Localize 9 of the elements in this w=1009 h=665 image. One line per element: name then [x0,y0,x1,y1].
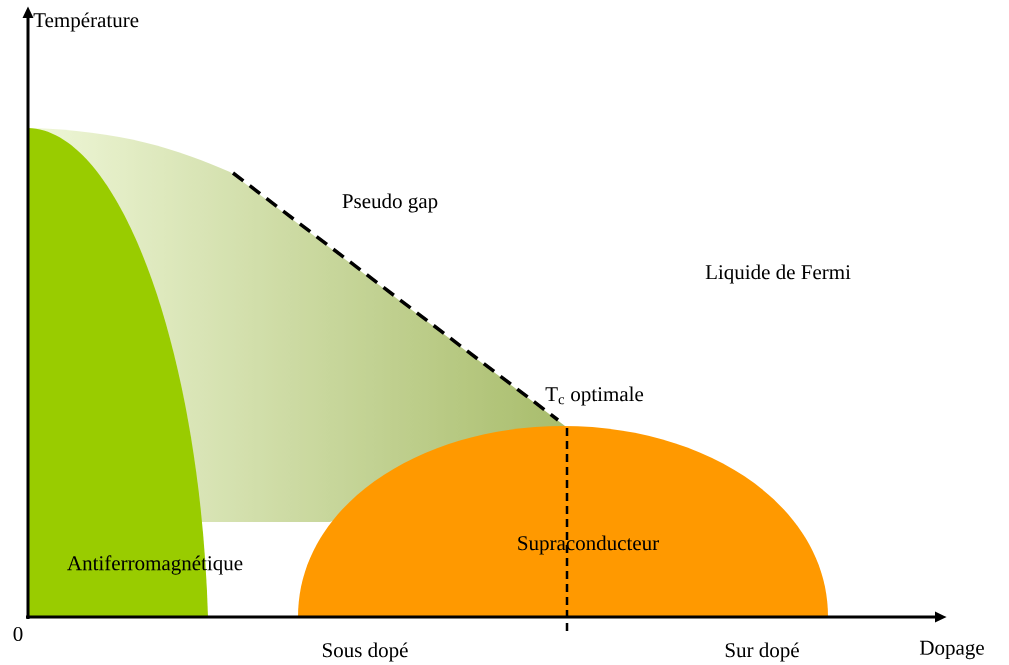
phase-label: Liquide de Fermi [705,264,851,284]
doping-label: Sous dopé [322,642,408,662]
origin-label: 0 [13,626,23,642]
axis-label: Température [33,12,139,32]
superconducting-dome: Supraconducteur [298,426,828,617]
point-label: T$_{c}$ optimale [545,386,644,406]
doping-label: Sur dopé [725,642,799,662]
axis-label: Dopage [919,640,984,660]
phase-label: Pseudo gap [342,193,438,213]
